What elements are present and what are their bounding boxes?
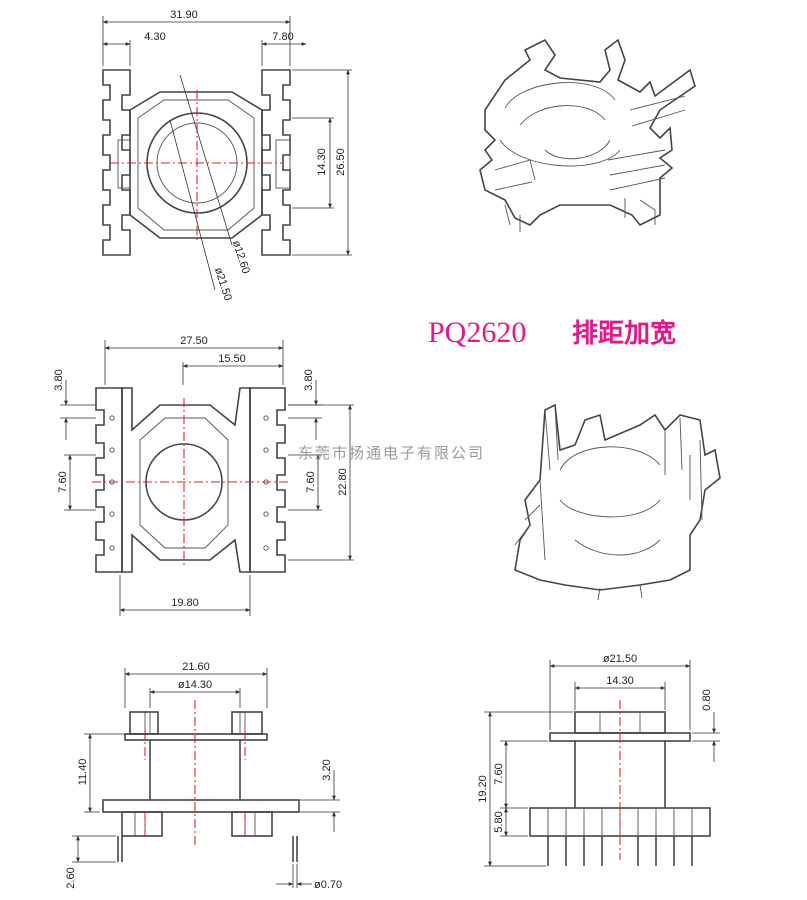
dim-side-right-diameter: ø21.50 xyxy=(603,653,637,665)
dim-top-left-offset: 4.30 xyxy=(144,31,165,43)
dim-bottom-inner-left: 7.60 xyxy=(57,471,69,492)
dim-bottom-height: 22.80 xyxy=(337,468,349,496)
dim-top-outer-height: 26.50 xyxy=(335,148,347,176)
model-subtitle: 排距加宽 xyxy=(572,318,676,349)
dim-side-right-mid-height: 7.60 xyxy=(493,763,505,784)
dim-side-left-flange: 3.20 xyxy=(321,759,333,780)
dim-top-right-offset: 7.80 xyxy=(272,31,293,43)
dim-bottom-inner-right: 7.60 xyxy=(305,471,317,492)
bottom-view: 27.50 15.50 3.80 3.80 7.60 7.60 22.80 19… xyxy=(53,335,354,616)
dim-bottom-pitch-left: 3.80 xyxy=(53,369,65,390)
top-view: 31.90 4.30 7.80 26.50 14.30 ø12.60 ø21.5… xyxy=(102,9,352,302)
dim-side-left-width: 21.60 xyxy=(182,661,210,673)
dim-bottom-pitch-right: 3.80 xyxy=(303,369,315,390)
dim-side-right-inner: 14.30 xyxy=(606,675,634,687)
dim-side-left-pin-length: 2.60 xyxy=(65,867,77,888)
dim-bottom-width: 27.50 xyxy=(180,335,208,347)
dim-side-left-diameter: ø14.30 xyxy=(178,679,212,691)
watermark: 东莞市扬通电子有限公司 xyxy=(298,444,485,462)
dim-bottom-center-span: 15.50 xyxy=(218,353,246,365)
dim-top-inner-height: 14.30 xyxy=(316,148,328,176)
iso-view-bottom xyxy=(514,403,721,601)
side-view-right: ø21.50 14.30 0.80 19.20 7.60 5.80 xyxy=(477,653,720,867)
model-title: PQ2620 xyxy=(428,316,526,349)
dim-side-right-top-flange: 0.80 xyxy=(701,689,713,710)
dim-bottom-base-width: 19.80 xyxy=(171,597,199,609)
dim-side-right-base-height: 5.80 xyxy=(493,811,505,832)
dim-top-diameter-inner: ø12.60 xyxy=(230,239,252,275)
dim-top-width: 31.90 xyxy=(170,9,198,21)
dim-side-right-total-height: 19.20 xyxy=(477,775,489,803)
side-view-left: 21.60 ø14.30 11.40 3.20 2.60 ø0.70 xyxy=(65,661,342,891)
iso-view-top xyxy=(479,38,696,232)
dim-side-left-height: 11.40 xyxy=(77,759,89,786)
dim-side-left-pin-diameter: ø0.70 xyxy=(314,879,342,891)
dim-top-diameter-outer: ø21.50 xyxy=(212,266,234,302)
